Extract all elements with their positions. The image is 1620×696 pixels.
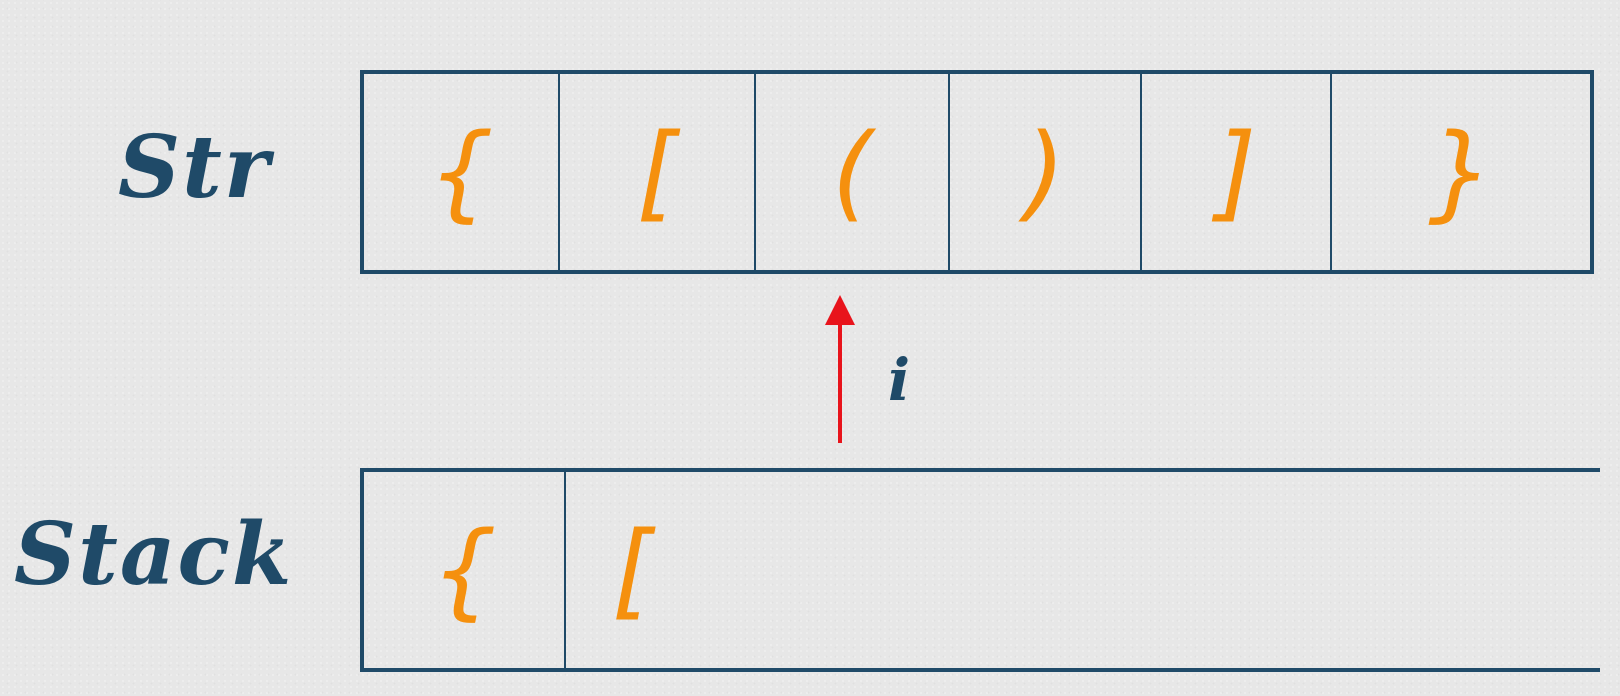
string-cell: [ bbox=[560, 74, 756, 270]
str-label: Str bbox=[118, 117, 272, 218]
string-cell: { bbox=[364, 74, 560, 270]
stack-cell: [ bbox=[612, 509, 653, 631]
arrow-head bbox=[825, 295, 855, 325]
string-array: { [ ( ) ] } bbox=[360, 70, 1594, 274]
string-cell: } bbox=[1427, 111, 1495, 233]
string-cell: ] bbox=[1142, 74, 1332, 270]
stack-label: Stack bbox=[14, 504, 294, 605]
stack-cell: { bbox=[364, 472, 566, 668]
pointer-label: i bbox=[888, 346, 913, 414]
string-cell: ( bbox=[756, 74, 950, 270]
stack-array: { [ bbox=[360, 468, 1600, 672]
string-cell: ) bbox=[950, 74, 1142, 270]
index-pointer-arrow bbox=[825, 295, 855, 443]
